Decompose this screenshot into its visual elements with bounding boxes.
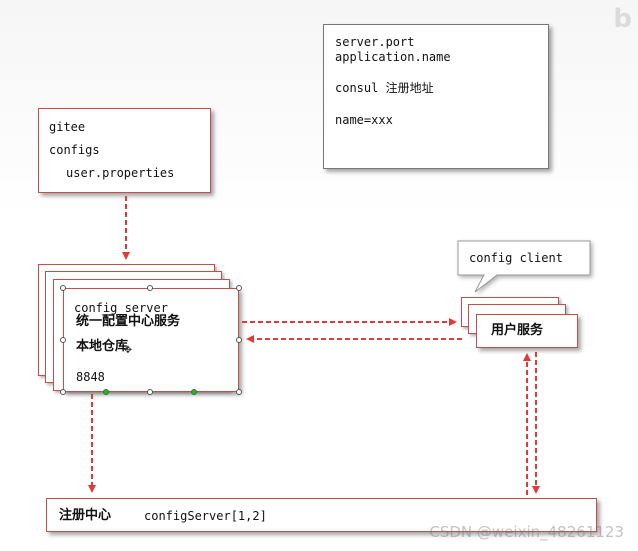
local-repo-text: 本地仓库: [76, 339, 129, 354]
config-server-list-label: configServer[1,2]: [144, 509, 267, 523]
application-name-text: application.name: [335, 50, 451, 64]
port-8848-text: 8848: [76, 370, 105, 384]
consul-address-text: consul 注册地址: [335, 81, 434, 95]
selection-handle[interactable]: [236, 389, 242, 395]
selection-handle[interactable]: [60, 337, 66, 343]
config-server-text: config server: [74, 301, 168, 315]
selection-handle[interactable]: [60, 285, 66, 291]
registry-center-label: 注册中心: [59, 508, 112, 523]
unified-config-center-text: 统一配置中心服务: [76, 314, 181, 329]
selection-handle[interactable]: [147, 389, 153, 395]
connection-point[interactable]: [103, 389, 109, 395]
user-service-label: 用户服务: [491, 323, 544, 338]
move-cursor-icon: ✥: [124, 342, 132, 357]
corner-logo: b: [613, 4, 632, 34]
name-text: name=xxx: [335, 113, 393, 127]
registry-center-box[interactable]: 注册中心 configServer[1,2]: [46, 498, 597, 532]
selection-handle[interactable]: [60, 389, 66, 395]
app-config-box[interactable]: server.port application.name consul 注册地址…: [323, 24, 549, 169]
server-port-text: server.port: [335, 35, 415, 49]
connection-point[interactable]: [191, 389, 197, 395]
gitee-text: gitee: [49, 120, 86, 134]
user-service-box[interactable]: 用户服务: [476, 314, 578, 348]
configs-text: configs: [49, 143, 100, 157]
user-properties-text: user.properties: [66, 166, 175, 180]
selection-handle[interactable]: [147, 285, 153, 291]
config-client-label: config client: [469, 251, 563, 265]
gitee-box[interactable]: gitee configs user.properties: [38, 108, 211, 193]
selection-handle[interactable]: [236, 337, 242, 343]
watermark: CSDN @weixin_48261123: [429, 523, 624, 541]
selection-handle[interactable]: [236, 285, 242, 291]
